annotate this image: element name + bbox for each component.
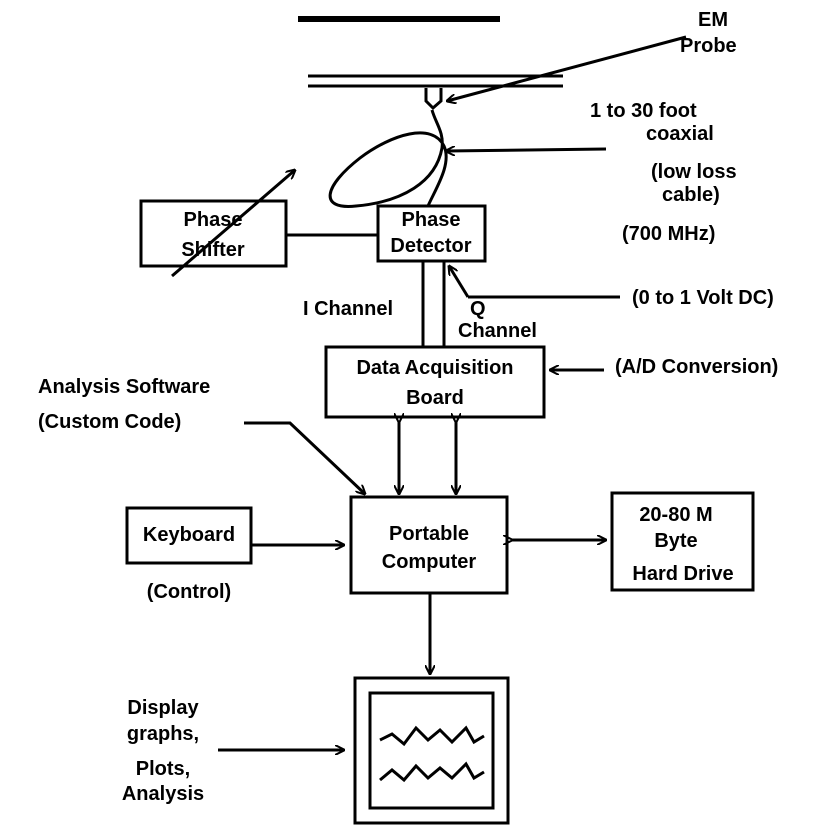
voltage-label: (0 to 1 Volt DC)	[632, 287, 774, 309]
analysis-software-arrow	[244, 421, 365, 494]
display-graph-wave-top	[379, 725, 485, 747]
coax-label-arrow	[446, 149, 607, 151]
coax-label-line2: coaxial	[646, 123, 714, 145]
q-channel-label-line2: Channel	[458, 320, 537, 342]
computer-label-line1: Portable	[389, 523, 469, 545]
daq-label-line2: Board	[406, 387, 464, 409]
hard-drive-label-line2: Byte	[654, 530, 697, 552]
analysis-software-label-line2: (Custom Code)	[38, 411, 181, 433]
target-plate	[298, 16, 500, 22]
keyboard-label: Keyboard	[143, 524, 235, 546]
portable-computer-box	[349, 495, 509, 595]
display-label-line3: Plots,	[136, 758, 190, 780]
display-label-line1: Display	[127, 697, 199, 719]
computer-label-line2: Computer	[382, 551, 477, 573]
hard-drive-box	[610, 491, 755, 592]
i-channel-label: I Channel	[303, 298, 393, 320]
daq-label-line1: Data Acquisition	[356, 357, 513, 379]
phase-detector-label-line1: Phase	[402, 209, 461, 231]
coax-label-line4: cable)	[662, 184, 720, 206]
em-probe-label-line1: EM	[698, 9, 728, 31]
keyboard-box	[125, 506, 253, 565]
phase-detector-label-line2: Detector	[390, 235, 471, 257]
display-label-line2: graphs,	[127, 723, 199, 745]
display-label-line4: Analysis	[122, 783, 204, 805]
phase-shifter-adjust-arrow	[171, 170, 295, 278]
hard-drive-label-line1: 20-80 M	[639, 504, 712, 526]
phase-detector-box	[376, 204, 487, 263]
probe-tip	[424, 88, 443, 111]
coax-label-line1: 1 to 30 foot	[590, 100, 697, 122]
display-graph-wave-bottom	[379, 761, 485, 783]
ad-conversion-label: (A/D Conversion)	[615, 356, 778, 378]
em-probe-label-line2: Probe	[680, 35, 737, 57]
coax-label-line3: (low loss	[651, 161, 737, 183]
em-probe-arrow	[447, 35, 687, 101]
analysis-software-label-line1: Analysis Software	[38, 376, 210, 398]
coax-label-line5: (700 MHz)	[622, 223, 715, 245]
control-label: (Control)	[147, 581, 231, 603]
display-screen	[368, 691, 495, 810]
coax-cable-loop	[328, 109, 448, 208]
voltage-arrow-diagonal	[449, 266, 470, 298]
phase-shifter-label-line1: Phase	[184, 209, 243, 231]
q-channel-label-line1: Q	[470, 298, 486, 320]
daq-board-box	[324, 345, 546, 419]
hard-drive-label-line3: Hard Drive	[632, 563, 733, 585]
